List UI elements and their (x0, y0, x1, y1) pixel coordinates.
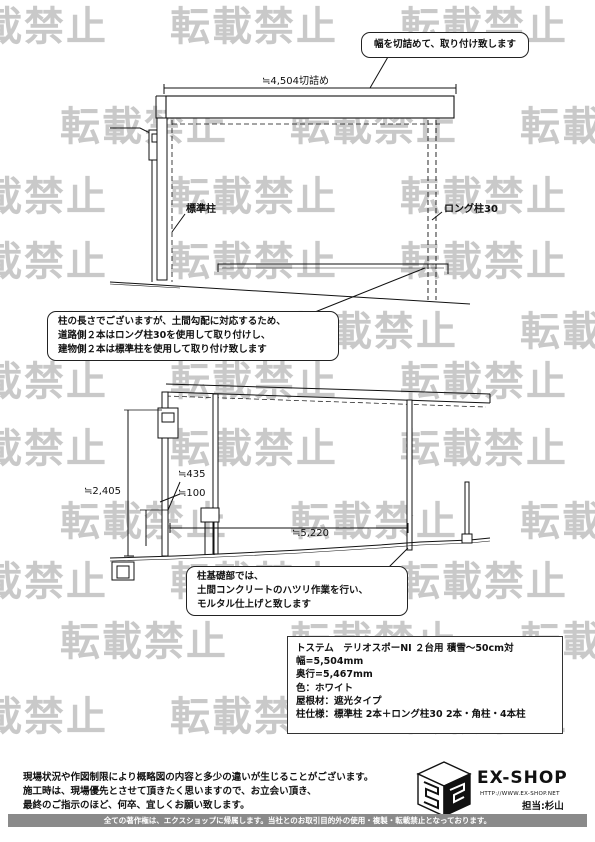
top-view (109, 49, 471, 319)
watermark-text: 転載禁止 (290, 499, 458, 545)
watermark-text: 転載禁止 (170, 426, 338, 472)
gate-post (200, 507, 220, 523)
roof-bottom-line (165, 391, 491, 404)
watermark-text: 転載禁止 (400, 559, 568, 605)
roof-beam (165, 95, 455, 119)
foundation-note: 柱基礎部では、 土間コンクリートのハツリ作業を行い、 モルタル仕上げと致します (186, 566, 408, 616)
watermark-text: 転載禁止 (0, 694, 108, 740)
spec-posts: 柱仕様：標準柱 2本＋ロング柱30 2本・角柱・4本柱 (296, 709, 526, 721)
watermark-text: 転載禁止 (0, 174, 108, 220)
roof-beam-end (155, 96, 166, 119)
depth-dim-label: ≒5,220 (292, 528, 329, 539)
spec-box: トステム テリオスポーNI ２台用 積雪～50cm対 幅=5,504mm 奥行=… (287, 636, 563, 734)
leader-long-post (431, 211, 443, 221)
parking-rail (217, 263, 449, 274)
spec-color: 色：ホワイト (296, 682, 354, 694)
post-length-note: 柱の長さでございますが、土間勾配に対応するため、 道路側２本はロング柱30を使用… (47, 311, 339, 361)
post-length-note-line: 道路側２本はロング柱30を使用して取り付けし、 (58, 330, 271, 341)
long-post-label: ロング柱30 (444, 202, 498, 215)
height-dim-label: ≒2,405 (84, 486, 121, 497)
watermark-text: 転載禁止 (60, 619, 228, 665)
post-length-note-line: 建物側２本は標準柱を使用して取り付け致します (58, 344, 267, 355)
trim-width-note: 幅を切詰めて、取り付け致します (361, 32, 530, 58)
trim-width-note-text: 幅を切詰めて、取り付け致します (374, 39, 517, 50)
dim-100-label: ≒100 (178, 488, 205, 499)
watermark-text: 転載禁止 (520, 309, 595, 355)
brand-name: EX-SHOP (477, 768, 568, 788)
watermark-text: 転載禁止 (170, 239, 338, 285)
foundation-note-line: 土間コンクリートのハツリ作業を行い、 (197, 585, 369, 596)
side-meter-box (157, 407, 179, 439)
watermark-text: 転載禁止 (400, 426, 568, 472)
side-post-right (406, 399, 413, 551)
watermark-text: 転載禁止 (0, 426, 108, 472)
ex-shop-logo-icon (416, 761, 472, 818)
ground-line-top-2 (109, 283, 181, 289)
dim-435-label: ≒435 (178, 469, 205, 480)
spec-width: 幅=5,504mm (296, 656, 364, 668)
bollard-base (461, 533, 473, 544)
side-view (109, 383, 491, 581)
spec-title: トステム テリオスポーNI ２台用 積雪～50cm対 (296, 643, 514, 654)
building-outline (110, 127, 153, 282)
watermark-text: 転載禁止 (0, 359, 108, 405)
post-length-note-line: 柱の長さでございますが、土間勾配に対応するため、 (58, 316, 286, 327)
standard-post-label: 標準柱 (186, 202, 216, 215)
dim-100-leader (159, 493, 181, 503)
watermark-text: 転載禁止 (0, 559, 108, 605)
roof-top-line (165, 383, 491, 395)
foundation-left-inner (116, 565, 130, 579)
leader-standard-post (171, 213, 186, 233)
watermark-text: 転載禁止 (0, 239, 108, 285)
footer-notes: 現場状況や作図制限により概略図の内容と多少の違いが生じることがございます。 施工… (23, 771, 373, 813)
footer-note-line: 現場状況や作図制限により概略図の内容と多少の違いが生じることがございます。 (23, 772, 374, 783)
foundation-note-line: モルタル仕上げと致します (197, 599, 312, 610)
footer-note-line: 最終のご指示のほど、何卒、宜しくお願い致します。 (23, 800, 250, 811)
foundation-left (111, 561, 135, 581)
watermark-text: 転載禁止 (170, 4, 338, 50)
watermark-text: 転載禁止 (170, 359, 338, 405)
footer-note-line: 施工時は、現場優先とさせて頂きたく思いますので、お立会い頂き、 (23, 786, 317, 797)
watermark-text: 転載禁止 (60, 499, 228, 545)
leader-mid-note (299, 267, 426, 319)
watermark-text: 転載禁止 (0, 4, 108, 50)
brand-url: HTTP://WWW.EX-SHOP.NET (480, 791, 560, 797)
watermark-text: 転載禁止 (520, 104, 595, 150)
spec-roof: 屋根材：遮光タイプ (296, 695, 382, 707)
roof-hidden-line-side (165, 395, 487, 408)
spec-depth: 奥行=5,467mm (296, 669, 373, 681)
watermark-text: 転載禁止 (400, 359, 568, 405)
side-meter-inner (161, 412, 175, 423)
contact-person: 担当:杉山 (522, 801, 564, 812)
width-dim-label: ≒4,504切詰め (262, 74, 329, 87)
bollard (464, 481, 470, 539)
watermark-text: 転載禁止 (400, 239, 568, 285)
foundation-note-line: 柱基礎部では、 (197, 571, 264, 582)
post-standard (156, 117, 168, 281)
copyright-bar: 全ての著作権は、エクスショップに帰属します。当社とのお取引目的外の使用・複製・転… (8, 814, 587, 827)
ground-line-top (109, 281, 471, 305)
watermark-text: 転載禁止 (520, 499, 595, 545)
watermark-text: 転載禁止 (170, 174, 338, 220)
